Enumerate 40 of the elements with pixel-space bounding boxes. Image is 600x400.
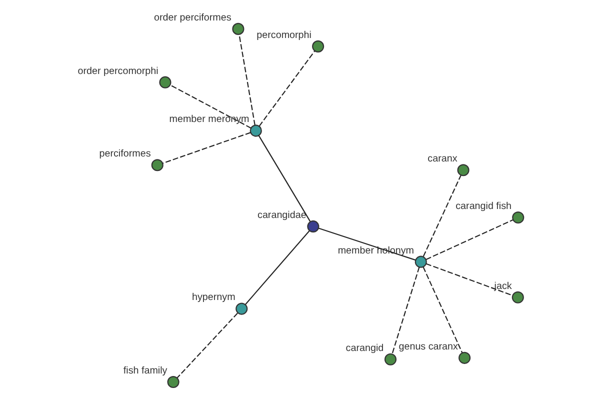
node-label: member meronym: [169, 114, 250, 126]
node-circle: [312, 40, 324, 52]
node-circle: [151, 159, 164, 172]
connector: [392, 266, 420, 354]
connector: [238, 34, 256, 126]
connector: [426, 219, 514, 260]
node-label: order perciformes: [154, 12, 232, 24]
node-label: jack: [494, 280, 512, 292]
node-label: caranx: [428, 154, 458, 165]
node-circle: [414, 256, 427, 268]
node-circle: [232, 22, 244, 35]
node-label: genus caranx: [398, 341, 458, 352]
node-circle: [250, 124, 262, 137]
node-label: order percomorphi: [78, 66, 158, 77]
node-label: perciformes: [99, 148, 151, 160]
node-circle: [512, 291, 524, 304]
connector: [422, 266, 463, 353]
connector: [426, 263, 513, 296]
node-label: hypernym: [192, 292, 236, 304]
connector: [422, 175, 462, 257]
connector: [318, 228, 416, 261]
node-label: percomorphi: [256, 30, 312, 41]
connector: [258, 135, 311, 222]
node-circle: [307, 220, 320, 232]
node-label: carangidae: [258, 210, 306, 221]
node-circle: [159, 76, 172, 88]
node-circle: [458, 352, 471, 364]
node-label: carangid: [346, 342, 384, 354]
node-circle: [167, 376, 180, 388]
connector: [170, 84, 252, 129]
node-label: fish family: [123, 365, 168, 376]
node-circle: [384, 353, 397, 366]
node-circle: [457, 164, 470, 176]
connector: [245, 230, 310, 305]
node-circle: [512, 211, 524, 224]
node-label: carangid fish: [456, 200, 512, 212]
connector: [162, 132, 251, 164]
node-circle: [236, 302, 248, 315]
connector: [258, 50, 316, 126]
connector: [176, 312, 238, 378]
